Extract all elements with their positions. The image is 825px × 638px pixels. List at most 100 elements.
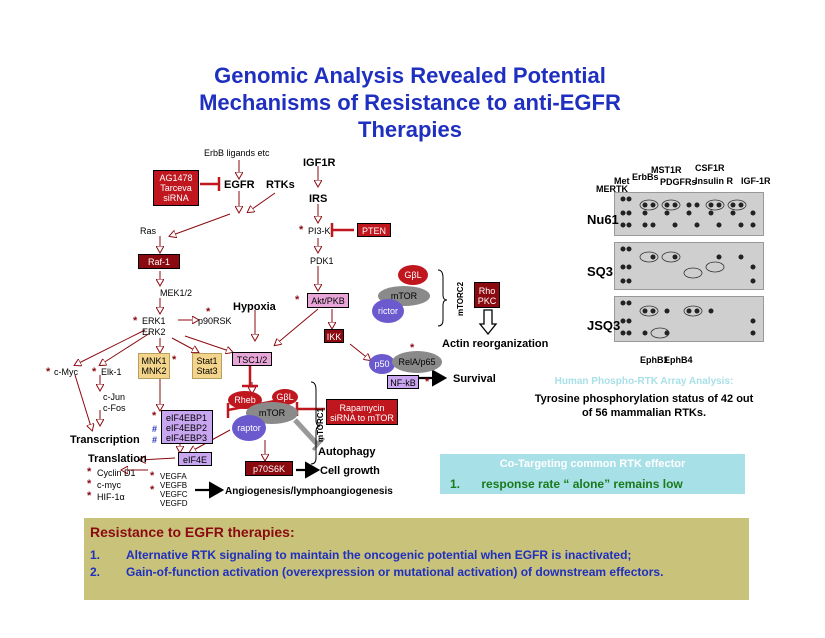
rtk-label-mst1r: MST1R (651, 165, 682, 175)
mnk-star: * (172, 354, 177, 366)
array-panel-jsq3 (614, 296, 764, 342)
eif4ebp2-label: eIF4EBP2 (166, 423, 208, 433)
resistance-item-2: 2. Gain-of-function activation (overexpr… (90, 565, 745, 595)
mnk2-label: MNK2 (141, 366, 167, 376)
vegfd-label: VEGFD (160, 499, 188, 508)
tsc-box: TSC1/2 (232, 352, 272, 366)
p50: p50 (369, 354, 395, 374)
hif-star: * (87, 490, 92, 502)
array-caption-title: Human Phospho-RTK Array Analysis: (554, 376, 734, 387)
rtk-label-mertk: MERTK (596, 184, 628, 194)
ikk-box: IKK (324, 329, 344, 343)
actin-label: Actin reorganization (442, 338, 549, 350)
transcription-label: Transcription (70, 434, 140, 446)
elk1-star: * (92, 366, 97, 378)
translation-label: Translation (88, 453, 147, 465)
cotargeting-item-num: 1. (450, 477, 461, 491)
p90rsk-label: p90RSK (198, 316, 232, 326)
array-caption-text: Tyrosine phosphorylation status of 42 ou… (534, 393, 754, 419)
erk1-label: ERK1 (142, 316, 166, 326)
cyclin-d1-label: Cyclin D1 (97, 468, 136, 478)
rictor: rictor (372, 299, 404, 323)
mnk1-label: MNK1 (141, 356, 167, 366)
cotargeting-title: Co-Targeting common RTK effector (499, 458, 686, 470)
elk1-label: Elk-1 (101, 367, 122, 377)
eph-label-ephb1: EphB1 (640, 355, 669, 365)
hypoxia-label: Hypoxia (233, 301, 276, 313)
raf1-box: Raf-1 (138, 254, 180, 269)
rtk-label-insulin-r: Insulin R (695, 176, 733, 186)
stat3-label: Stat3 (196, 366, 218, 376)
slide-title: Genomic Analysis Revealed Potential Mech… (199, 63, 621, 142)
cmyc-star: * (46, 366, 51, 378)
cfos-label: c-Fos (103, 403, 126, 413)
rho-label: Rho (478, 286, 496, 296)
rtk-label-csf1r: CSF1R (695, 163, 725, 173)
pkc-label: PKC (477, 296, 497, 306)
array-dots-jsq3 (620, 300, 756, 339)
array-panel-sq3 (614, 242, 764, 290)
cmyc-label: c-Myc (54, 367, 78, 377)
igf1r-label: IGF1R (303, 157, 336, 169)
rtk-label-erbbs: ErbBs (632, 172, 659, 182)
p70s6k-box: p70S6K (245, 461, 293, 476)
rtk-label-pdgfrs: PDGFRs (660, 177, 697, 187)
resistance-item-1-text: Alternative RTK signaling to maintain th… (126, 548, 632, 562)
p90rsk-star: * (206, 306, 211, 318)
rtk-label-met: Met (614, 176, 630, 186)
pi3k-star: * (299, 224, 304, 236)
rapamycin-label: Rapamycin (339, 403, 385, 413)
mtorc2-label: mTORC2 (456, 281, 466, 317)
raptor: raptor (232, 415, 266, 441)
cjun-label: c-Jun (103, 392, 126, 402)
resistance-item-2-num: 2. (90, 565, 101, 579)
vegfa-star: * (150, 470, 155, 482)
rela-star: * (410, 342, 415, 354)
array-panel-nu61 (614, 192, 764, 236)
resistance-heading: Resistance to EGFR therapies: (90, 524, 295, 540)
eph-label-ephb4: EphB4 (664, 355, 693, 365)
stat-box: Stat1 Stat3 (192, 353, 222, 379)
sirna-mtor-label: siRNA to mTOR (330, 413, 394, 423)
erk1-star: * (133, 315, 138, 327)
akt-box: Akt/PKB (307, 293, 349, 308)
array-dots-nu61 (620, 196, 756, 228)
pten-box: PTEN (357, 223, 391, 237)
eif4ebp-box: eIF4EBP1 eIF4EBP2 eIF4EBP3 (161, 410, 213, 444)
resistance-item-1-num: 1. (90, 548, 101, 562)
vegfc-star: * (150, 484, 155, 496)
vegfc-label: VEGFC (160, 490, 188, 499)
erbb-ligands-label: ErbB ligands etc (204, 148, 270, 158)
eif4ebp1-star: * (152, 410, 157, 422)
autophagy-label: Autophagy (318, 446, 376, 458)
eif4ebp3-hash: # (152, 435, 158, 445)
irs-label: IRS (309, 193, 328, 205)
inhibitor-ag1478: AG1478 (159, 173, 193, 183)
pdk1-label: PDK1 (310, 256, 334, 266)
nfkb-star: * (425, 376, 430, 388)
eif4ebp3-label: eIF4EBP3 (166, 433, 208, 443)
mnk-box: MNK1 MNK2 (138, 353, 170, 379)
mtorc1-label: mTORC1 (316, 407, 326, 443)
nfkb-box: NF-kB (387, 375, 419, 389)
cotargeting-box: Co-Targeting common RTK effector 1. resp… (440, 454, 745, 494)
vegfb-label: VEGFB (160, 481, 188, 490)
inhibitor-sirna: siRNA (163, 193, 189, 203)
ras-label: Ras (140, 226, 157, 236)
mek-label: MEK1/2 (160, 288, 193, 298)
cyclin-star: * (87, 466, 92, 478)
eif4ebp2-hash: # (152, 424, 158, 434)
akt-star: * (295, 294, 300, 306)
cell-growth-label: Cell growth (320, 465, 380, 477)
resistance-item-2-text: Gain-of-function activation (overexpress… (126, 565, 664, 579)
panel-label-sq3: SQ3 (587, 264, 614, 279)
pi3k-label: PI3-K (308, 226, 331, 236)
egfr-label: EGFR (224, 179, 255, 191)
vegfa-label: VEGFA (160, 472, 187, 481)
eif4ebp1-label: eIF4EBP1 (166, 413, 208, 423)
rapamycin-box: Rapamycin siRNA to mTOR (326, 399, 398, 425)
rtks-label: RTKs (266, 179, 295, 191)
gbl-mtorc2: GβL (398, 265, 428, 285)
resistance-box: Resistance to EGFR therapies: 1. Alterna… (84, 518, 749, 600)
